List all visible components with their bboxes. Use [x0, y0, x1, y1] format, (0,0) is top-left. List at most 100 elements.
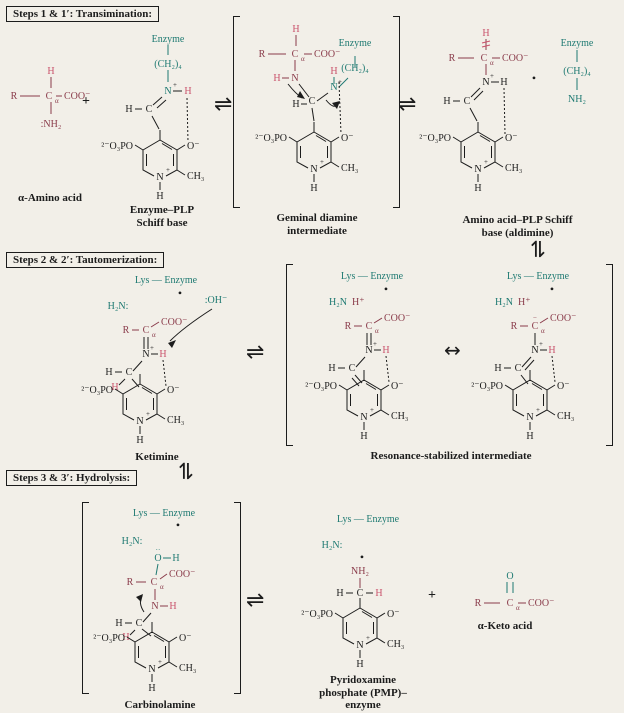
r-group: R [475, 598, 482, 609]
r-group: R [449, 53, 456, 64]
r-group: R [11, 91, 18, 102]
c4-hydrogen: H [494, 363, 501, 374]
c4-carbon: C [349, 363, 356, 374]
amino-nh-hydrogen: H [273, 73, 280, 84]
bracket-right-resonance [606, 264, 613, 446]
caption-keto-acid: α-Keto acid [477, 620, 533, 632]
association-dot: • [550, 282, 554, 296]
alpha-hydrogen: H [482, 28, 489, 39]
plp-ring-instance [418, 121, 523, 195]
c4-hydrogen: H [328, 363, 335, 374]
c4-hydrogen: H [105, 367, 112, 378]
carbonyl-oxygen: O [506, 571, 513, 582]
nh-hydrogen: H [382, 345, 389, 356]
lys-enzyme-label: Lys — Enzyme [507, 271, 570, 282]
r-group: R [123, 325, 130, 336]
bonds [298, 83, 329, 122]
equilibrium-arrow-vertical-1: ⇌ [525, 239, 551, 259]
carboxylate: COO⁻ [528, 598, 554, 609]
hydroxyl-oxygen: O [154, 553, 161, 564]
association-dot: • [178, 286, 182, 300]
step-header-3: Steps 3 & 3′: Hydrolysis: [6, 470, 138, 486]
plus-operator-2: + [428, 588, 436, 603]
equilibrium-arrow-1: ⇌ [214, 92, 233, 117]
hydrogen-bond-dots [551, 355, 556, 383]
c4-carbon: C [136, 618, 143, 629]
hydrogen-bond-dots [186, 97, 189, 143]
resonance-form-1-structure: Lys — Enzyme • H₂N H⁺ R C α COO⁻ N + H C… [304, 271, 410, 443]
alpha-carbon: C [292, 49, 299, 60]
c4-carbon: C [309, 96, 316, 107]
c4-hydrogen: H [292, 99, 299, 110]
caption-ketimine: Ketimine [135, 451, 179, 463]
hydroxyl-bonds [155, 557, 171, 576]
bonds [504, 333, 547, 385]
lysine-amine-proton: H⁺ [518, 297, 531, 308]
association-dot: • [532, 71, 536, 85]
carbonyl-bonds [506, 582, 514, 593]
amino-bonds [132, 321, 160, 331]
bonds [20, 77, 62, 114]
carbinolamine-structure: Lys — Enzyme • H₂N: ·· O H R C α COO⁻ N … [92, 508, 197, 695]
mechanism-arrowhead [332, 101, 340, 109]
lysine-amine: H₂N [495, 297, 513, 308]
imine-nitrogen: N [531, 345, 538, 356]
lysine-amine: NH₂ [568, 94, 586, 105]
plp-ring-instance [100, 129, 205, 203]
lys-enzyme-label: Lys — Enzyme [133, 508, 196, 519]
mechanism-arrowhead [297, 91, 305, 99]
lysine-nitrogen-charge: + [338, 78, 342, 86]
bracket-left-carbinolamine [82, 502, 89, 694]
c4-carbon: C [146, 104, 153, 115]
alpha-carbon: C [151, 577, 158, 588]
nh-hydrogen: H [184, 86, 191, 97]
hydroxyl-hydrogen: H [172, 553, 179, 564]
alpha-subscript: α [160, 583, 164, 591]
schiff-nitrogen-charge: + [173, 81, 177, 89]
c4-carbon: C [464, 96, 471, 107]
geminal-diamine-structure: H R C α COO⁻ N H C H N + H (CH₂)₄ Enzyme [254, 24, 372, 195]
caption-aldimine: Amino acid–PLP Schiff base (aldimine) [462, 214, 573, 239]
alpha-hydrogen: H [292, 24, 299, 35]
c4-carbon: C [126, 367, 133, 378]
mechanism-arrow-from-hydroxide [169, 308, 213, 342]
imine-nitrogen-charge: + [373, 340, 377, 348]
schiff-nitrogen: N [164, 86, 171, 97]
amino-bonds [520, 317, 549, 327]
bracket-right-carbinolamine [234, 502, 241, 694]
carbanion-charge: − [533, 314, 537, 322]
nh-hydrogen: H [548, 345, 555, 356]
oxygen-lone-pair: ·· [156, 546, 161, 554]
amino-bonds [268, 35, 312, 79]
carboxylate: COO⁻ [550, 313, 576, 324]
plp-ring-instance [254, 121, 359, 195]
alpha-subscript: α [541, 327, 545, 335]
plp-ring-instance [80, 373, 185, 447]
plp-ring-instance [300, 597, 405, 671]
alpha-subscript: α [516, 604, 520, 612]
association-dot: • [384, 282, 388, 296]
r-group: R [259, 49, 266, 60]
alpha-subscript: α [301, 55, 305, 63]
c4-hydrogen: H [336, 588, 343, 599]
lysine-amine-proton: H⁺ [352, 297, 365, 308]
c4-carbon: C [357, 588, 364, 599]
caption-resonance: Resonance-stabilized intermediate [370, 450, 532, 462]
carboxylate: COO⁻ [64, 91, 90, 102]
hydroxide: :OH⁻ [205, 295, 228, 306]
lysine-amine: H₂N: [108, 301, 129, 312]
resonance-arrow: ↔ [444, 338, 461, 362]
nh-hydrogen: H [159, 349, 166, 360]
alpha-keto-acid-structure: O R C α COO⁻ [475, 571, 555, 612]
carboxylate: COO⁻ [502, 53, 528, 64]
carboxylate: COO⁻ [314, 49, 340, 60]
hydrogen-bond-dots [338, 81, 342, 135]
pmp-amine: NH₂ [351, 566, 369, 577]
enzyme-label: Enzyme [152, 34, 185, 45]
mechanism-arrowhead [168, 340, 176, 348]
alpha-carbon: C [532, 321, 539, 332]
bond-break-marks [481, 40, 491, 48]
alpha-carbon: C [46, 91, 53, 102]
bonds [125, 612, 152, 637]
alpha-amino-acid-structure: H R C α COO⁻ :NH₂ [11, 66, 91, 130]
